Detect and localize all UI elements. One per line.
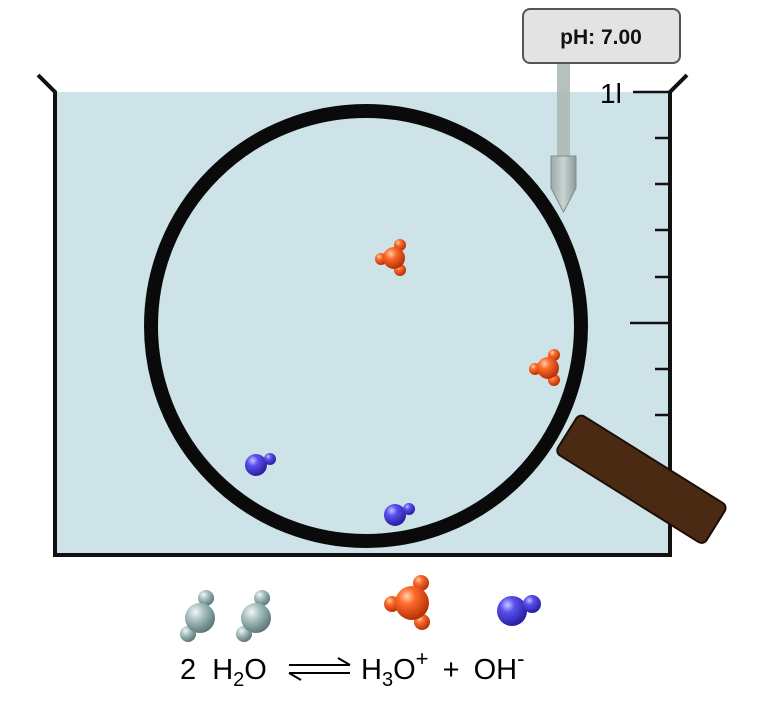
hydronium-molecule: [375, 239, 406, 276]
equilibrium-arrows-icon: [288, 657, 351, 681]
magnifier-handle: [556, 414, 727, 544]
water-molecule: [236, 590, 271, 642]
magnifier-lens: [144, 104, 588, 548]
water-molecule: [180, 590, 215, 642]
hydroxide-molecule: [384, 503, 415, 526]
ph-probe: [550, 60, 577, 214]
hydronium-molecule: [529, 349, 560, 386]
beaker-graduations: [630, 90, 670, 417]
volume-label: 1l: [600, 78, 622, 109]
ph-value: pH: 7.00: [560, 26, 642, 49]
ph-meter-display: pH: 7.00: [522, 8, 681, 64]
equation-products: H3O+ + OH-: [361, 641, 524, 691]
hydroxide-molecule: [245, 453, 276, 476]
hydronium-molecule-legend: [384, 575, 430, 630]
beaker-outline: [36, 73, 689, 557]
hydroxide-molecule-legend: [497, 595, 541, 626]
equation-water: 2 H2O: [180, 654, 267, 691]
